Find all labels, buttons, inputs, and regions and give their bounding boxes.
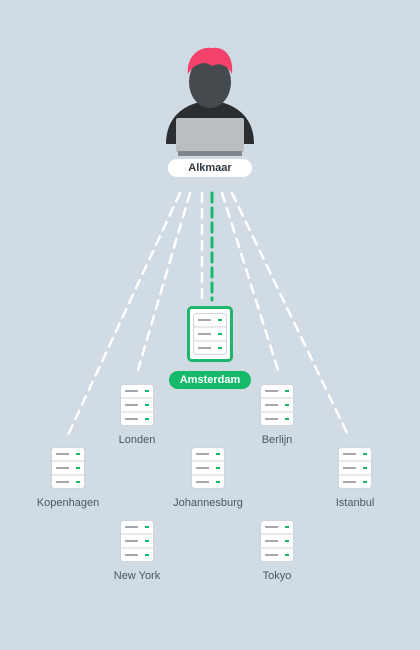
hub-label: Amsterdam — [169, 371, 251, 389]
server-rack-icon — [120, 520, 154, 562]
server-rack-icon — [193, 313, 227, 355]
laptop-base — [178, 151, 242, 156]
line-to-londen — [136, 191, 192, 372]
line-to-istanbul — [230, 191, 350, 437]
server-label: Berlijn — [261, 434, 293, 446]
person-with-laptop-icon — [166, 47, 254, 156]
server-label: Kopenhagen — [36, 497, 100, 509]
server-node-tokyo[interactable]: Tokyo — [232, 520, 322, 582]
server-node-new-york[interactable]: New York — [92, 520, 182, 582]
server-rack-icon — [260, 384, 294, 426]
hub-node-amsterdam[interactable]: Amsterdam — [164, 306, 256, 389]
server-rack-icon — [51, 447, 85, 489]
server-rack-icon — [120, 384, 154, 426]
server-label: Istanbul — [335, 497, 375, 509]
line-to-berlijn — [220, 191, 280, 372]
server-label: Johannesburg — [173, 497, 243, 509]
line-to-kopenhagen — [66, 191, 182, 437]
server-rack-icon — [338, 447, 372, 489]
hub-server-frame — [187, 306, 233, 362]
server-label: New York — [113, 570, 161, 582]
head-shape — [189, 56, 231, 108]
server-label: Tokyo — [262, 570, 292, 582]
server-label: Londen — [118, 434, 156, 446]
origin-label: Alkmaar — [168, 159, 252, 177]
laptop-screen — [176, 118, 244, 152]
server-rack-icon — [191, 447, 225, 489]
server-node-londen[interactable]: Londen — [92, 384, 182, 446]
server-node-berlijn[interactable]: Berlijn — [232, 384, 322, 446]
server-rack-icon — [260, 520, 294, 562]
server-node-johannesburg[interactable]: Johannesburg — [163, 447, 253, 509]
hair-shape — [187, 47, 233, 74]
server-node-istanbul[interactable]: Istanbul — [310, 447, 400, 509]
server-node-kopenhagen[interactable]: Kopenhagen — [23, 447, 113, 509]
